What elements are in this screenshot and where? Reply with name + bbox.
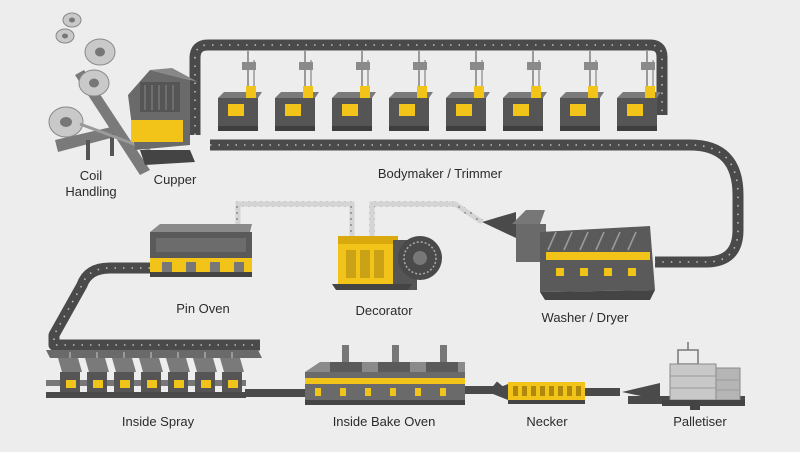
decorator-wheel-icon bbox=[332, 236, 442, 290]
conveyor-wedge-necker bbox=[488, 384, 508, 400]
bodymaker-unit bbox=[503, 50, 547, 131]
spray-unit bbox=[85, 352, 109, 392]
conveyor-left-loop bbox=[48, 262, 260, 351]
spray-unit bbox=[166, 352, 190, 392]
oven-icon bbox=[150, 224, 252, 277]
bodymaker-unit bbox=[617, 50, 661, 131]
spray-unit bbox=[193, 352, 217, 392]
label-bodymaker-trimmer: Bodymaker / Trimmer bbox=[377, 166, 503, 181]
conveyor-wedge-palletiser bbox=[622, 383, 660, 400]
palletiser-icon bbox=[662, 342, 745, 410]
label-pin-oven: Pin Oven bbox=[176, 301, 230, 316]
label-inside-bake-oven: Inside Bake Oven bbox=[332, 414, 436, 429]
label-coil-handling-line2: Handling bbox=[65, 184, 117, 199]
label-washer-dryer: Washer / Dryer bbox=[541, 310, 629, 325]
washer-tunnel-icon bbox=[512, 210, 655, 300]
label-inside-spray: Inside Spray bbox=[121, 414, 195, 429]
conveyor-top bbox=[189, 39, 668, 135]
bodymaker-unit bbox=[218, 50, 262, 131]
label-decorator: Decorator bbox=[355, 303, 413, 318]
spray-station-icon bbox=[46, 350, 262, 398]
bodymaker-unit bbox=[275, 50, 319, 131]
bake-oven-icon bbox=[305, 345, 465, 405]
conveyor-system bbox=[48, 39, 745, 404]
label-cupper: Cupper bbox=[153, 172, 197, 187]
transfer-chains bbox=[235, 201, 484, 236]
conveyor-wedge-washer bbox=[482, 212, 516, 238]
label-coil-handling-line1: Coil bbox=[79, 168, 103, 183]
bodymaker-row-icon bbox=[218, 50, 661, 131]
label-coil-handling: Coil Handling bbox=[65, 168, 116, 200]
spray-unit bbox=[220, 352, 244, 392]
spray-unit bbox=[139, 352, 163, 392]
cupper-press-icon bbox=[128, 68, 198, 165]
conveyor-right-loop bbox=[210, 139, 744, 268]
label-necker: Necker bbox=[526, 414, 568, 429]
bodymaker-unit bbox=[389, 50, 433, 131]
spray-unit bbox=[112, 352, 136, 392]
spray-unit bbox=[58, 352, 82, 392]
label-palletiser: Palletiser bbox=[673, 414, 727, 429]
bodymaker-unit bbox=[446, 50, 490, 131]
bodymaker-unit bbox=[332, 50, 376, 131]
necker-icon bbox=[508, 382, 585, 404]
coil-rolls-icon bbox=[48, 12, 151, 175]
bodymaker-unit bbox=[560, 50, 604, 131]
